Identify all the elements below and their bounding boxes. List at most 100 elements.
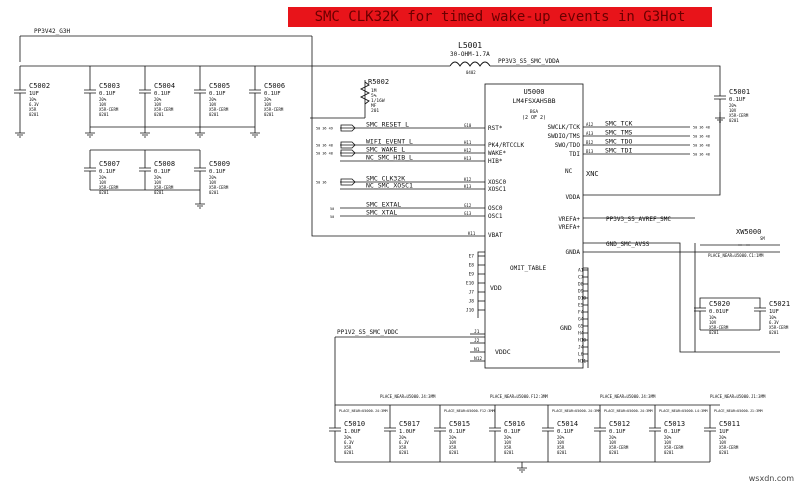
place-note: PLACE_NEAR=U5000.J4:3MM	[604, 409, 652, 413]
ic-ref: U5000	[523, 88, 544, 96]
cap-spec: 10V	[99, 180, 107, 185]
page-ref: 50 36 48	[693, 135, 710, 139]
page-ref: 50 36 48	[316, 152, 333, 156]
cap-spec: 10V	[154, 102, 162, 107]
cap-spec: 0201	[504, 450, 514, 455]
resistor-spec: 1M	[371, 88, 377, 94]
place-note: PLACE_NEAR=U5000.C1:1MM	[708, 253, 764, 258]
capacitor-symbol	[649, 427, 661, 432]
offpage-connector	[340, 178, 356, 186]
pin-number: E7	[469, 254, 475, 260]
cap-spec: 10V	[264, 102, 272, 107]
capacitor-symbol	[489, 427, 501, 432]
signal-name: SMC_CLK32K	[366, 175, 405, 183]
pin-number: E8	[469, 263, 475, 269]
cap-ref: C5020	[709, 300, 730, 308]
cap-value: 0.1UF	[99, 91, 116, 97]
pin-function: VDD	[490, 284, 502, 292]
cap-spec: X5R	[29, 107, 37, 112]
ground-symbol	[517, 462, 527, 473]
cap-spec: 0201	[769, 330, 779, 335]
place-note: PLACE_NEAR=U5000.J4:3MM	[600, 394, 656, 399]
cap-spec: 20%	[99, 175, 107, 180]
place-note: PLACE_NEAR=U5000.J1:3MM	[710, 394, 766, 399]
cap-spec: 0201	[609, 450, 619, 455]
cap-ref: C5003	[99, 82, 120, 90]
pin-number: B12	[586, 140, 594, 145]
cap-ref: C5015	[449, 420, 470, 428]
cap-spec: 0201	[99, 190, 109, 195]
place-note: PLACE_NEAR=U5000.F12:3MM	[490, 394, 548, 399]
cap-ref: C5017	[399, 420, 420, 428]
ground-symbol	[140, 127, 150, 138]
cap-value: 1UF	[29, 91, 39, 97]
capacitor-symbol	[714, 95, 726, 100]
cap-value: 0.1UF	[609, 429, 626, 435]
cap-spec: 20%	[209, 175, 217, 180]
resistor-spec: 201	[371, 108, 379, 114]
gnd-bus	[90, 126, 255, 128]
cap-ref: C5011	[719, 420, 740, 428]
cap-spec: 0201	[664, 450, 674, 455]
pin-function: SWO/TDO	[555, 142, 581, 149]
cap-spec: 6.3V	[29, 102, 39, 107]
cap-ref: C5009	[209, 160, 230, 168]
cap-ref: C5004	[154, 82, 175, 90]
signal-name: SMC_TMS	[605, 129, 632, 137]
pin-number: C7	[578, 275, 584, 281]
pin-number: J1	[474, 329, 480, 335]
page-ref: 50 36 48	[693, 126, 710, 130]
gnd-bus	[90, 189, 201, 198]
ic-unit: (2 OF 2)	[522, 115, 546, 121]
cap-spec: 20%	[154, 175, 162, 180]
nc-label: XNC	[586, 170, 599, 178]
cap-spec: 10V	[719, 440, 727, 445]
cap-ref: C5014	[557, 420, 578, 428]
cap-value: 1.0UF	[399, 429, 416, 435]
pin-function: SWCLK/TCK	[547, 124, 580, 131]
capacitor-symbol	[249, 89, 261, 94]
title-banner: SMC CLK32K for timed wake-up events in G…	[288, 7, 712, 27]
cap-ref: C5002	[29, 82, 50, 90]
cap-spec: 20%	[664, 435, 672, 440]
cap-spec: 0201	[449, 450, 459, 455]
pin-function: VDDC	[495, 348, 511, 356]
capacitor-symbol	[194, 167, 206, 172]
cap-value: 0.1UF	[154, 91, 171, 97]
cap-value: 0.1UF	[557, 429, 574, 435]
cap-spec: 6.3V	[399, 440, 409, 445]
capacitor-symbol	[139, 167, 151, 172]
cap-value: 0.1UF	[664, 429, 681, 435]
cap-spec: X5R-CERM	[709, 325, 729, 330]
cap-ref: C5021	[769, 300, 790, 308]
ground-symbol	[85, 127, 95, 138]
xw-ref: XW5000	[736, 228, 761, 236]
signal-name: SMC_TDO	[605, 138, 632, 146]
cap-ref: C5001	[729, 88, 750, 96]
cap-spec: X5R-CERM	[664, 445, 684, 450]
pin-number: H10	[578, 338, 586, 344]
cap-spec: 10V	[209, 102, 217, 107]
pin-function: VREFA+	[558, 216, 580, 223]
cap-ref: C5010	[344, 420, 365, 428]
cap-spec: X5R-CERM	[99, 185, 119, 190]
cap-spec: 10%	[29, 97, 37, 102]
capacitor-symbol	[329, 427, 341, 432]
pin-number: J4	[578, 345, 584, 351]
capacitor-symbol	[384, 427, 396, 432]
cap-ref: C5013	[664, 420, 685, 428]
pin-function: XOSC1	[488, 186, 506, 193]
cap-lead	[699, 297, 761, 300]
capacitor-symbol	[194, 89, 206, 94]
cap-spec: 20%	[504, 435, 512, 440]
pin-number: N11	[578, 359, 586, 365]
cap-value: 0.1UF	[729, 97, 746, 103]
cap-spec: 6.3V	[344, 440, 354, 445]
cap-spec: 20%	[449, 435, 457, 440]
capacitor-symbol	[139, 89, 151, 94]
pin-function: PK4/RTCCLK	[488, 142, 525, 149]
rail-label-g3h: PP3V42_G3H	[34, 28, 71, 35]
cap-spec: 10V	[154, 180, 162, 185]
capacitor-symbol	[84, 89, 96, 94]
